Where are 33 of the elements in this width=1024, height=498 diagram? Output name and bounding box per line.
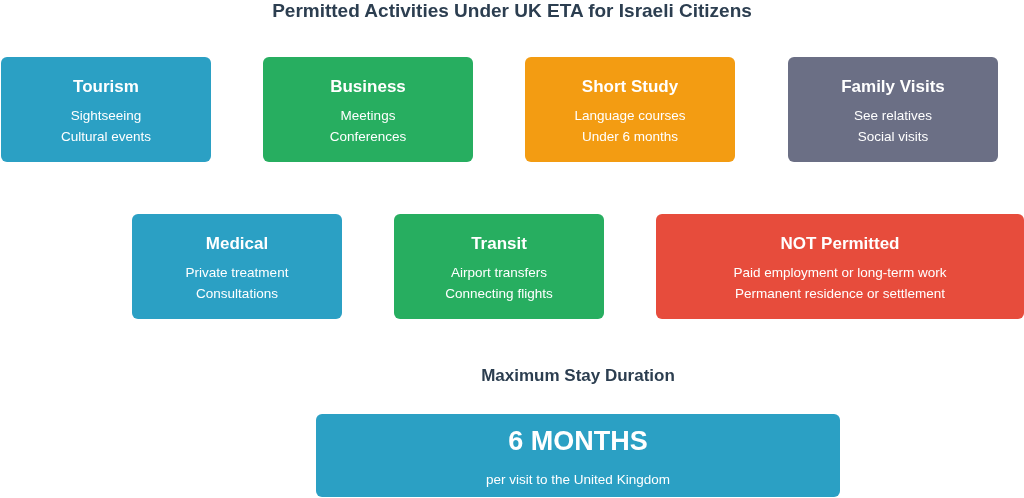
card-text: Consultations (196, 285, 278, 303)
activity-card (263, 57, 473, 162)
card-heading: Short Study (581, 77, 679, 97)
card-text: Paid employment or long-term work (733, 264, 947, 282)
card-text: Connecting flights (445, 285, 553, 303)
card-heading: Tourism (73, 77, 139, 97)
card-text: per visit to the United Kingdom (486, 471, 670, 489)
card-text: Private treatment (185, 264, 289, 282)
section-heading: Maximum Stay Duration (481, 366, 675, 385)
card-text: Cultural events (60, 128, 151, 146)
card-text: Conferences (329, 128, 407, 146)
card-text: Meetings (340, 107, 396, 125)
activity-card (788, 57, 998, 162)
card-text: See relatives (853, 107, 932, 125)
card-heading: Business (330, 77, 406, 97)
card-heading: Family Visits (841, 77, 945, 97)
diagram-title: Permitted Activities Under UK ETA for Israeli Citizens (272, 0, 752, 21)
card-text: Social visits (857, 128, 929, 146)
card-text: Under 6 months (581, 128, 679, 146)
card-heading: Transit (471, 234, 527, 254)
card-heading: Medical (205, 234, 269, 254)
card-text: Permanent residence or settlement (734, 285, 946, 303)
card-text: Sightseeing (70, 107, 142, 125)
activity-card (1, 57, 211, 162)
card-heading: NOT Permitted (780, 234, 900, 254)
activity-card (316, 414, 840, 497)
card-text: Airport transfers (451, 264, 547, 282)
card-text: Language courses (574, 107, 686, 125)
activity-card (525, 57, 735, 162)
activity-card (394, 214, 604, 319)
activity-card (656, 214, 1024, 319)
card-heading: 6 MONTHS (508, 426, 648, 457)
activity-card (132, 214, 342, 319)
